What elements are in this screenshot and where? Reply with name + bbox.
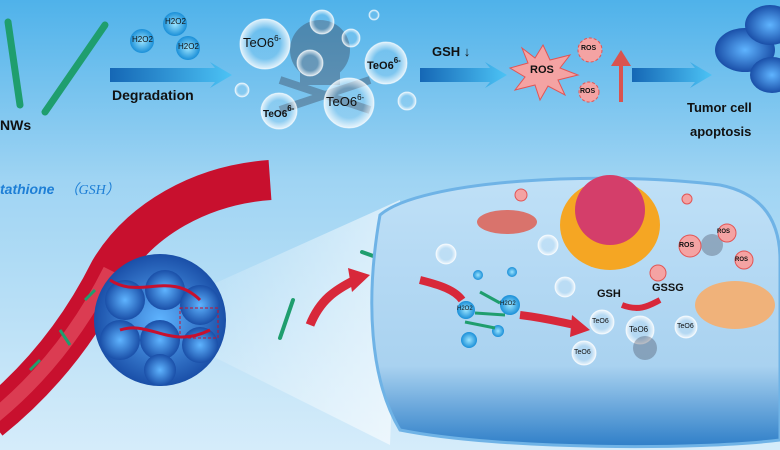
h2o2-label: H2O2 (457, 306, 473, 312)
ros-burst (577, 37, 603, 63)
glutathione-text: tathione (0, 181, 55, 197)
teo6-label: TeO6 (629, 325, 649, 334)
teo6-text: TeO6 (326, 94, 358, 109)
teo6-label: TeO66- (243, 34, 281, 50)
h2o2-molecule (130, 29, 154, 53)
apoptosis-label: apoptosis (690, 124, 752, 139)
golgi-apparatus (695, 281, 775, 329)
bubble (341, 28, 361, 48)
bubble (296, 49, 324, 77)
gsh-decrease-label: GSH ↓ (432, 44, 470, 59)
arrow-icon (632, 62, 712, 88)
bubble (309, 9, 335, 35)
bubble (234, 82, 250, 98)
nucleus (560, 175, 660, 270)
gssg-label: GSSG (652, 282, 684, 294)
teo6-text: TeO6 (367, 60, 394, 72)
gsh-abbr: （GSH） (64, 183, 120, 198)
arrow-icon (110, 62, 232, 88)
red-arrow-icon (570, 315, 590, 337)
ros-label: ROS (679, 242, 695, 249)
red-arrow-icon (620, 297, 662, 311)
teo6-bubble (364, 41, 408, 85)
ros-label: ROS (530, 64, 554, 76)
charge: 6- (274, 34, 282, 43)
h2o2-label: H2O2 (500, 301, 516, 307)
charge: 6- (287, 104, 295, 113)
red-arrow-icon (305, 275, 358, 327)
nanowires-in-cell (464, 290, 506, 330)
zoom-cone (200, 200, 400, 445)
tumor-cell (370, 176, 780, 449)
tumor-cluster (94, 254, 226, 386)
ros-bursts-cell (514, 188, 754, 282)
degradation-label: Degradation (112, 87, 194, 103)
glutathione-label: tathione （GSH） (0, 179, 120, 199)
red-arrow-icon (348, 268, 370, 292)
ros-burst (578, 81, 600, 103)
teo6-bubbles-cell (435, 234, 698, 366)
ros-label: ROS (581, 45, 597, 52)
tumor-cells (715, 5, 780, 93)
nanowires-in-vessel (28, 288, 97, 372)
mitochondrion (477, 210, 537, 234)
teo6-label: TeO6 (677, 323, 694, 330)
arrow-icon (420, 62, 507, 88)
h2o2-molecule (163, 12, 187, 36)
nws-label: NWs (0, 117, 32, 133)
tumor-cell-label: Tumor cell (687, 100, 752, 115)
bubble (368, 9, 380, 21)
h2o2-label: H2O2 (165, 17, 186, 26)
teo6-label: TeO6 (574, 349, 591, 356)
red-arrow-icon (419, 276, 466, 303)
teo6-label: TeO66- (263, 104, 294, 120)
nanowire (4, 18, 24, 109)
ros-label: ROS (717, 229, 731, 235)
charge: 6- (357, 93, 365, 102)
gsh-text: GSH (432, 44, 461, 59)
skull-icon (633, 234, 723, 360)
teo6-text: TeO6 (263, 109, 288, 120)
ros-label: ROS (580, 88, 596, 95)
teo6-bubble (323, 77, 375, 129)
cell-gsh-label: GSH (597, 288, 621, 300)
charge: 6- (393, 56, 401, 65)
teo6-text: TeO6 (243, 35, 275, 50)
nanowire (41, 21, 109, 116)
h2o2-label: H2O2 (132, 35, 153, 44)
teo6-label: TeO66- (367, 56, 401, 72)
ros-burst (508, 43, 580, 102)
teo6-label: TeO6 (592, 318, 609, 325)
down-arrow-icon: ↓ (463, 44, 471, 59)
h2o2-molecule (176, 36, 200, 60)
bubble (397, 91, 417, 111)
h2o2-label: H2O2 (178, 42, 199, 51)
teo6-bubble (260, 92, 298, 130)
ros-label: ROS (735, 257, 749, 263)
h2o2-molecules (457, 267, 520, 348)
vessel-lumen (0, 266, 117, 421)
teo6-label: TeO66- (326, 93, 364, 109)
nanowire (278, 298, 295, 340)
teo6-bubble (239, 18, 291, 70)
increase-arrow-icon (611, 50, 631, 66)
